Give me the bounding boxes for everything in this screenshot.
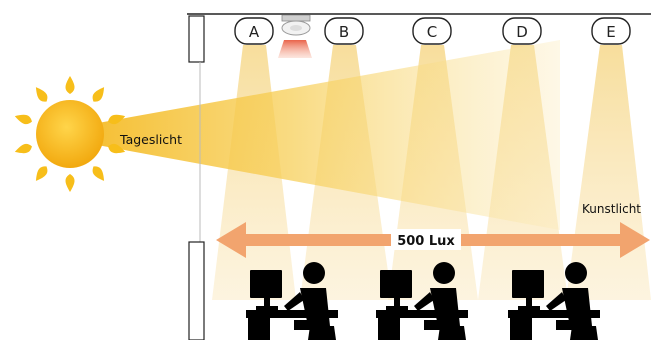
lamp-label-e: E xyxy=(592,18,630,44)
daylight-label: Tageslicht xyxy=(119,132,182,147)
lamp-label-a-text: A xyxy=(249,23,260,41)
lamp-label-a: A xyxy=(235,18,273,44)
lamp-label-c: C xyxy=(413,18,451,44)
lamp-label-d-text: D xyxy=(516,23,528,41)
artificial-light-label: Kunstlicht xyxy=(582,202,641,216)
sun-disc xyxy=(36,100,104,168)
ceiling-lamp-icon xyxy=(278,15,312,58)
lamp-label-c-text: C xyxy=(427,23,437,41)
lamp-label-b-text: B xyxy=(339,23,349,41)
lamp-label-d: D xyxy=(503,18,541,44)
lamp-cone-e xyxy=(566,45,651,300)
lux-label: 500 Lux xyxy=(397,234,455,249)
lamp-label-b: B xyxy=(325,18,363,44)
lamp-label-e-text: E xyxy=(606,23,615,41)
